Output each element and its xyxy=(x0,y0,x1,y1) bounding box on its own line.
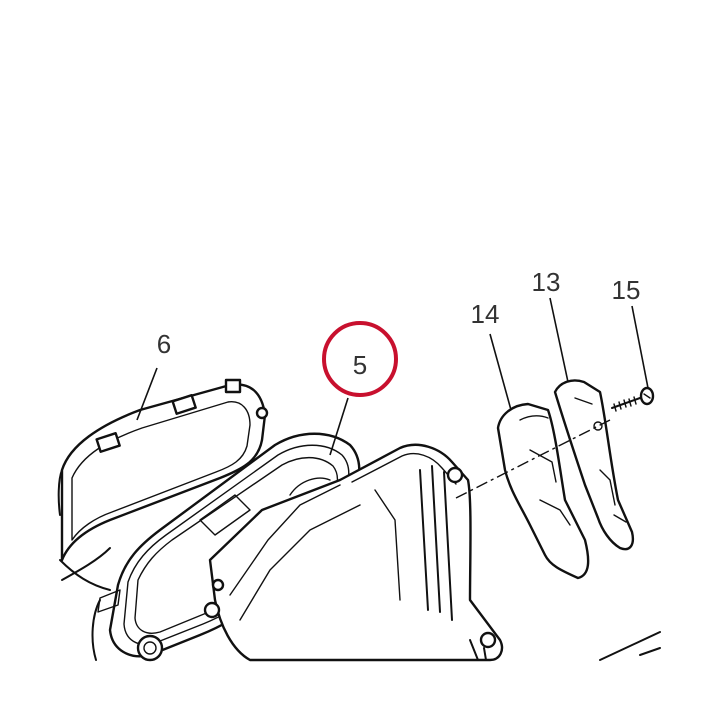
housing xyxy=(203,443,504,662)
leader-line-15 xyxy=(631,305,649,389)
base-edge xyxy=(599,631,661,661)
part-6-gasket xyxy=(57,378,269,591)
callout-label-5: 5 xyxy=(353,350,367,380)
leader-line-14 xyxy=(489,333,512,411)
part-14-pad xyxy=(496,402,590,580)
part-13-bracket xyxy=(553,379,634,551)
callout-label-14: 14 xyxy=(471,299,500,329)
highlight-circle-5 xyxy=(322,321,398,397)
leader-line-6 xyxy=(136,367,158,421)
leader-line-5 xyxy=(329,397,349,456)
callout-label-6: 6 xyxy=(157,329,171,359)
leader-line-13 xyxy=(549,297,569,383)
assembly-axis-line xyxy=(455,419,611,499)
callout-label-15: 15 xyxy=(612,275,641,305)
part-15-screw xyxy=(611,386,655,412)
callout-label-13: 13 xyxy=(532,267,561,297)
base-edge xyxy=(639,647,661,656)
